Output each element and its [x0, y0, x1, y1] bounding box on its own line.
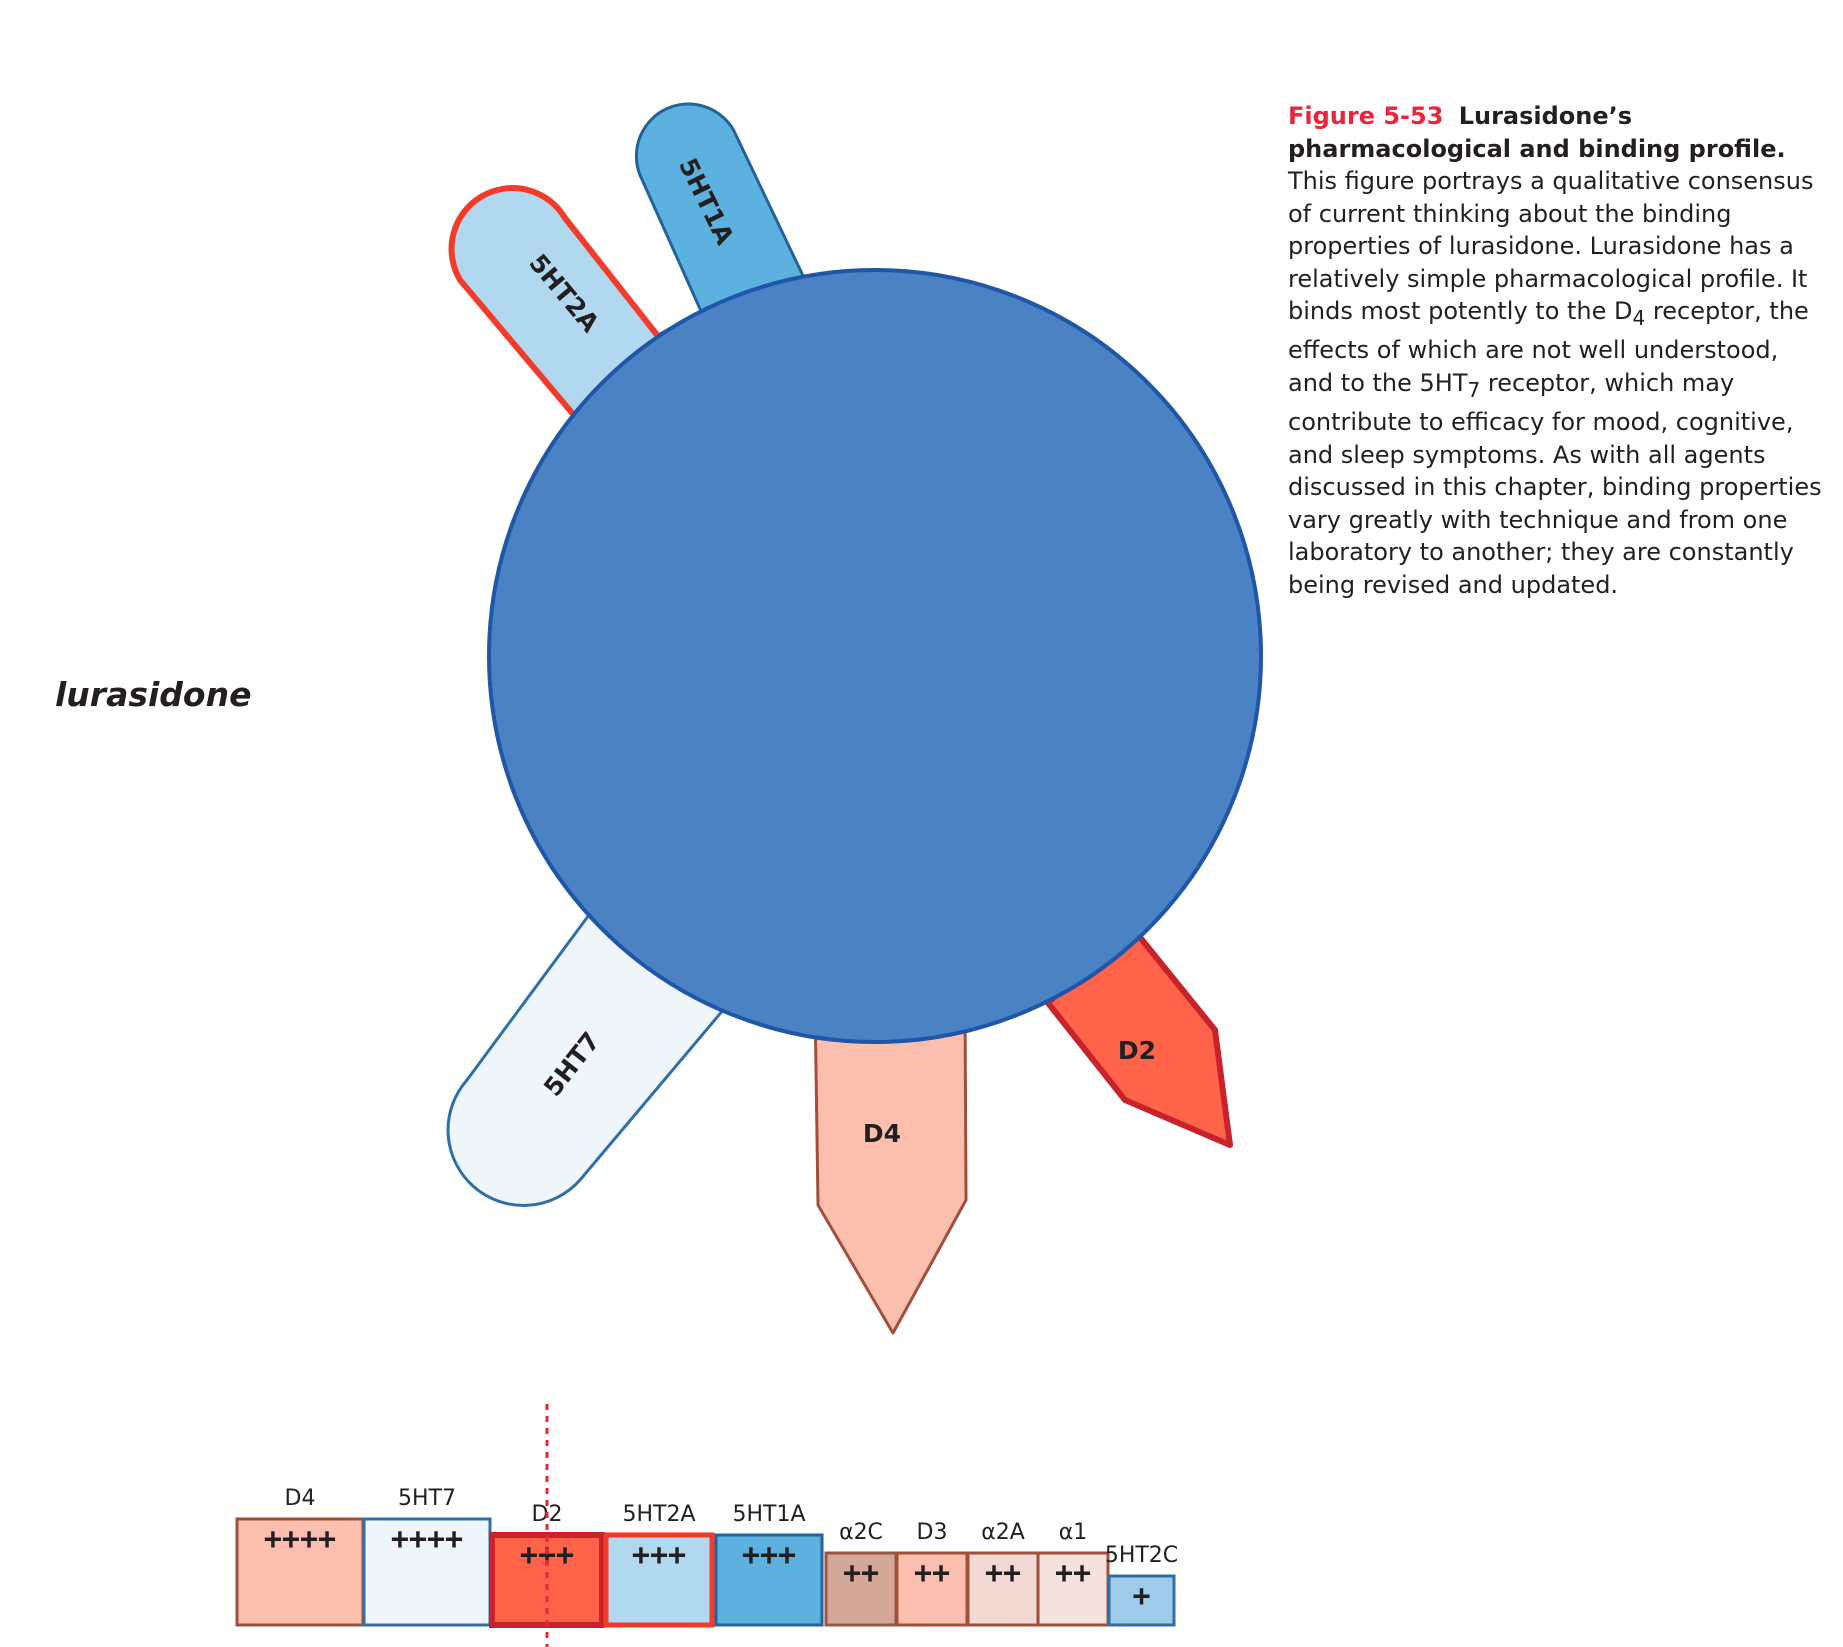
binding-box-5ht1a-rect	[714, 1533, 824, 1627]
binding-box-5ht2a-label: 5HT2A	[622, 1502, 695, 1527]
binding-box-d3-rect	[895, 1551, 969, 1627]
binding-box-alpha1: α1 ++	[1036, 1520, 1110, 1627]
binding-box-5ht2c-rect	[1107, 1574, 1176, 1627]
receptor-d4-shape	[813, 998, 968, 1335]
binding-strip: D4 ++++ 5HT7 ++++ D2 +++ 5HT2A +++ 5HT1A…	[235, 1486, 1178, 1628]
binding-box-alpha2c: α2C ++	[824, 1520, 898, 1627]
figure-title: Lurasidone’s pharmacological and binding…	[1288, 102, 1786, 163]
binding-box-alpha2a: α2A ++	[966, 1520, 1040, 1627]
binding-box-5ht7: 5HT7 ++++	[362, 1486, 492, 1627]
binding-box-alpha2a-rect	[966, 1551, 1040, 1627]
caption-body-3: receptor, which may contribute to effica…	[1288, 368, 1822, 599]
binding-box-d4-rect	[235, 1517, 365, 1627]
binding-box-5ht2a-rect	[603, 1532, 715, 1628]
binding-box-alpha2c-label: α2C	[839, 1520, 883, 1545]
figure-number: Figure 5-53	[1288, 102, 1444, 130]
binding-box-d2-affinity: +++	[520, 1538, 574, 1573]
binding-box-alpha1-affinity: ++	[1055, 1556, 1091, 1591]
binding-box-d4-label: D4	[285, 1486, 316, 1511]
binding-box-5ht1a: 5HT1A +++	[714, 1502, 824, 1627]
binding-box-alpha1-rect	[1036, 1551, 1110, 1627]
figure-caption: Figure 5-53 Lurasidone’s pharmacological…	[1288, 100, 1823, 601]
binding-box-d3: D3 ++	[895, 1520, 969, 1627]
binding-box-5ht7-affinity: ++++	[391, 1522, 463, 1557]
binding-box-alpha2a-label: α2A	[981, 1520, 1025, 1545]
binding-box-alpha2c-rect	[824, 1551, 898, 1627]
binding-box-alpha2c-affinity: ++	[843, 1556, 879, 1591]
binding-box-5ht7-rect	[362, 1517, 492, 1627]
binding-box-d4: D4 ++++	[235, 1486, 365, 1627]
binding-box-5ht2a: 5HT2A +++	[603, 1502, 715, 1628]
caption-body-1: This figure portrays a qualitative conse…	[1288, 167, 1814, 325]
binding-box-d4-affinity: ++++	[264, 1522, 336, 1557]
caption-sub-4: 4	[1632, 305, 1646, 330]
binding-box-5ht2c-label: 5HT2C	[1105, 1543, 1178, 1568]
drug-name: lurasidone	[55, 675, 251, 714]
receptor-d4: D4	[813, 998, 968, 1335]
caption-sub-7: 7	[1467, 377, 1481, 402]
caption-body-2: receptor, the effects of which are not w…	[1288, 297, 1809, 397]
binding-box-d3-label: D3	[917, 1520, 948, 1545]
receptor-d2-label: D2	[1118, 1036, 1156, 1065]
binding-box-5ht2c-affinity: +	[1132, 1579, 1150, 1614]
caption-paragraph: Figure 5-53 Lurasidone’s pharmacological…	[1288, 100, 1823, 601]
binding-box-5ht1a-label: 5HT1A	[732, 1502, 805, 1527]
binding-box-d3-affinity: ++	[914, 1556, 950, 1591]
lurasidone-molecule	[487, 268, 1263, 1044]
binding-box-5ht2a-affinity: +++	[632, 1538, 686, 1573]
binding-box-5ht7-label: 5HT7	[398, 1486, 456, 1511]
receptor-d4-label: D4	[863, 1119, 901, 1148]
binding-box-alpha2a-affinity: ++	[985, 1556, 1021, 1591]
binding-box-5ht1a-affinity: +++	[742, 1538, 796, 1573]
binding-box-5ht2c: 5HT2C +	[1105, 1543, 1178, 1627]
binding-box-alpha1-label: α1	[1059, 1520, 1088, 1545]
